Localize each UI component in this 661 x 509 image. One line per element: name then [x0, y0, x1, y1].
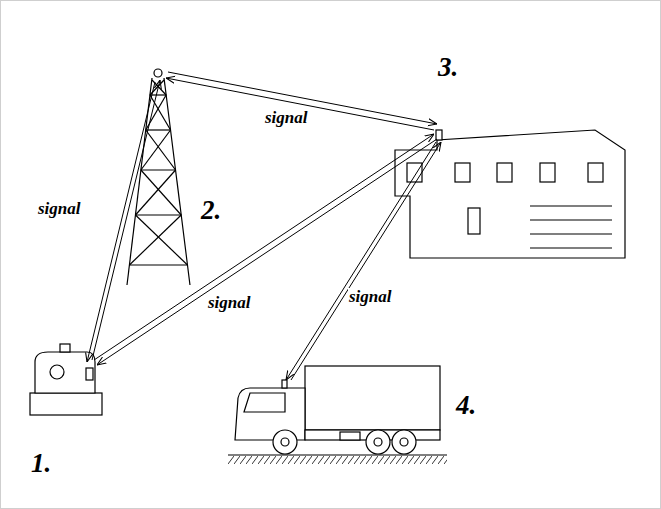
- signal-label: signal: [37, 200, 82, 217]
- tower-brace: [141, 130, 171, 170]
- callout-number: 1.: [30, 450, 52, 477]
- radio-device: [30, 344, 102, 415]
- building: [395, 130, 625, 258]
- tower-brace: [135, 214, 181, 215]
- tower-brace: [146, 130, 176, 170]
- tower-brace: [129, 264, 187, 265]
- signal-label: signal: [348, 288, 393, 305]
- tower-brace: [146, 129, 171, 130]
- truck: [228, 366, 447, 464]
- tower-brace: [141, 169, 176, 170]
- signal-label: signal: [264, 109, 309, 126]
- tower-brace: [129, 215, 181, 265]
- tower-brace: [141, 170, 181, 215]
- callout-number: 3.: [437, 54, 459, 81]
- tower-brace: [150, 95, 171, 130]
- signal-label: signal: [207, 294, 252, 311]
- tower-brace: [135, 215, 187, 265]
- tower-brace: [135, 170, 175, 215]
- callout-number: 4.: [455, 392, 477, 419]
- signal-arrows: [87, 72, 441, 380]
- callout-number: 2.: [200, 197, 222, 224]
